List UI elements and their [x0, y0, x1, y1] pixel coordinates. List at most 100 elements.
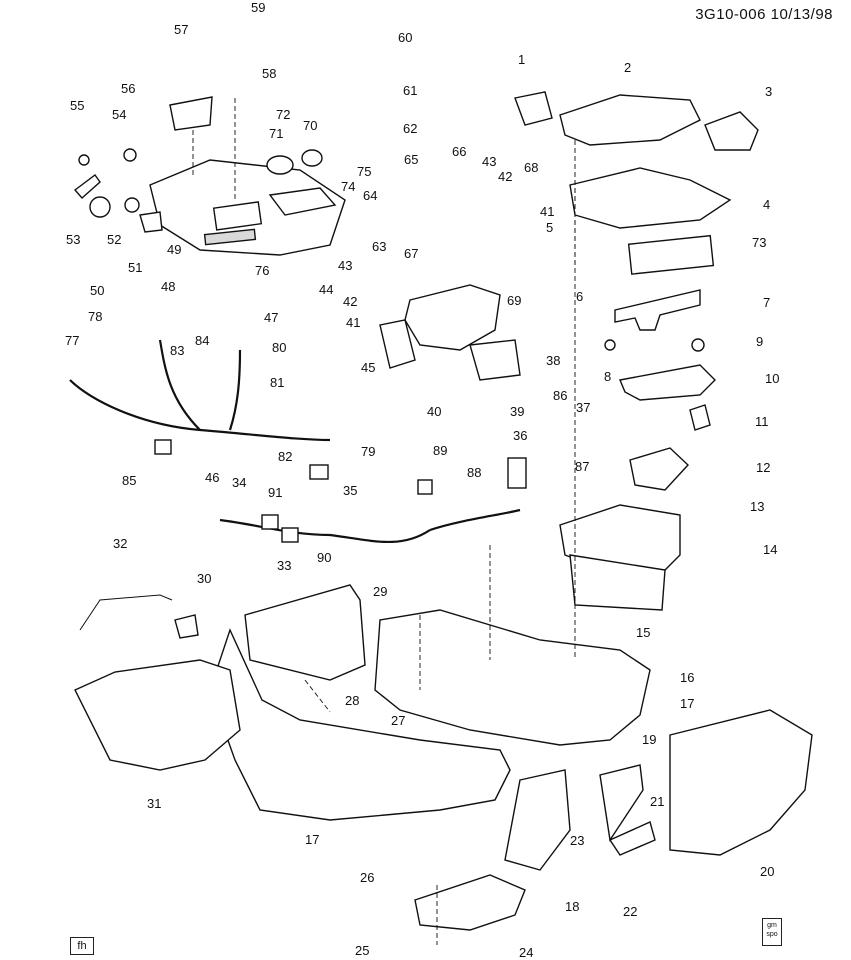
callout-label: 73: [752, 235, 766, 250]
callout-label: 53: [66, 232, 80, 247]
callout-label: 69: [507, 293, 521, 308]
diagram-header: 3G10-006 10/13/98: [695, 6, 833, 23]
callout-label: 36: [513, 428, 527, 443]
callout-labels: 1 2 3 4 5 6 7 8 9 10 11 12 13 14 15 16 1…: [65, 0, 779, 960]
callout-label: 25: [355, 943, 369, 958]
callout-label: 41: [346, 315, 360, 330]
parts-drawing: [69, 91, 813, 945]
callout-label: 76: [255, 263, 269, 278]
callout-label: 85: [122, 473, 136, 488]
diagram-date: 10/13/98: [770, 6, 833, 23]
callout-label: 23: [570, 833, 584, 848]
callout-label: 50: [90, 283, 104, 298]
callout-label: 58: [262, 66, 276, 81]
callout-label: 77: [65, 333, 79, 348]
callout-label: 8: [604, 369, 611, 384]
callout-label: 30: [197, 571, 211, 586]
callout-label: 52: [107, 232, 121, 247]
callout-label: 47: [264, 310, 278, 325]
callout-label: 18: [565, 899, 579, 914]
callout-label: 43: [338, 258, 352, 273]
callout-label: 10: [765, 371, 779, 386]
callout-label: 56: [121, 81, 135, 96]
callout-label: 19: [642, 732, 656, 747]
callout-label: 64: [363, 188, 377, 203]
callout-label: 29: [373, 584, 387, 599]
callout-label: 88: [467, 465, 481, 480]
callout-label: 89: [433, 443, 447, 458]
callout-label: 86: [553, 388, 567, 403]
callout-label: 22: [623, 904, 637, 919]
callout-label: 34: [232, 475, 246, 490]
callout-label: 37: [576, 400, 590, 415]
callout-label: 75: [357, 164, 371, 179]
callout-label: 12: [756, 460, 770, 475]
callout-label: 31: [147, 796, 161, 811]
callout-label: 1: [518, 52, 525, 67]
callout-label: 91: [268, 485, 282, 500]
callout-label: 80: [272, 340, 286, 355]
callout-label: 16: [680, 670, 694, 685]
callout-label: 2: [624, 60, 631, 75]
callout-label: 7: [763, 295, 770, 310]
callout-label: 55: [70, 98, 84, 113]
callout-label: 35: [343, 483, 357, 498]
callout-label: 63: [372, 239, 386, 254]
callout-label: 61: [403, 83, 417, 98]
callout-label: 65: [404, 152, 418, 167]
callout-label: 24: [519, 945, 533, 960]
callout-label: 40: [427, 404, 441, 419]
callout-label: 41: [540, 204, 554, 219]
callout-label: 90: [317, 550, 331, 565]
callout-label: 6: [576, 289, 583, 304]
diagram-code: 3G10-006: [695, 6, 766, 23]
callout-label: 62: [403, 121, 417, 136]
callout-label: 21: [650, 794, 664, 809]
callout-label: 15: [636, 625, 650, 640]
callout-label: 54: [112, 107, 126, 122]
gm-spo-badge: gm spo: [762, 918, 782, 946]
callout-label: 66: [452, 144, 466, 159]
callout-label: 78: [88, 309, 102, 324]
callout-label: 42: [498, 169, 512, 184]
badge-line-2: spo: [766, 931, 778, 938]
callout-label: 45: [361, 360, 375, 375]
fh-box: fh: [70, 937, 94, 955]
callout-label: 57: [174, 22, 188, 37]
callout-label: 46: [205, 470, 219, 485]
callout-label: 68: [524, 160, 538, 175]
callout-label: 79: [361, 444, 375, 459]
callout-label: 28: [345, 693, 359, 708]
callout-label: 38: [546, 353, 560, 368]
callout-label: 44: [319, 282, 333, 297]
callout-label: 51: [128, 260, 142, 275]
callout-label: 32: [113, 536, 127, 551]
callout-label: 33: [277, 558, 291, 573]
callout-label: 49: [167, 242, 181, 257]
callout-label: 14: [763, 542, 777, 557]
callout-label: 74: [341, 179, 355, 194]
callout-label: 4: [763, 197, 770, 212]
callout-label: 48: [161, 279, 175, 294]
callout-label: 13: [750, 499, 764, 514]
callout-label: 72: [276, 107, 290, 122]
callout-label: 87: [575, 459, 589, 474]
badge-line-1: gm: [767, 922, 777, 929]
callout-label: 9: [756, 334, 763, 349]
callout-label: 42: [343, 294, 357, 309]
callout-label: 82: [278, 449, 292, 464]
callout-label: 71: [269, 126, 283, 141]
callout-label: 43: [482, 154, 496, 169]
callout-label: 26: [360, 870, 374, 885]
callout-label: 59: [251, 0, 265, 15]
callout-label: 17: [680, 696, 694, 711]
callout-label: 17: [305, 832, 319, 847]
callout-label: 60: [398, 30, 412, 45]
callout-label: 67: [404, 246, 418, 261]
callout-label: 11: [755, 414, 769, 429]
callout-label: 39: [510, 404, 524, 419]
callout-label: 20: [760, 864, 774, 879]
callout-label: 83: [170, 343, 184, 358]
callout-label: 3: [765, 84, 772, 99]
